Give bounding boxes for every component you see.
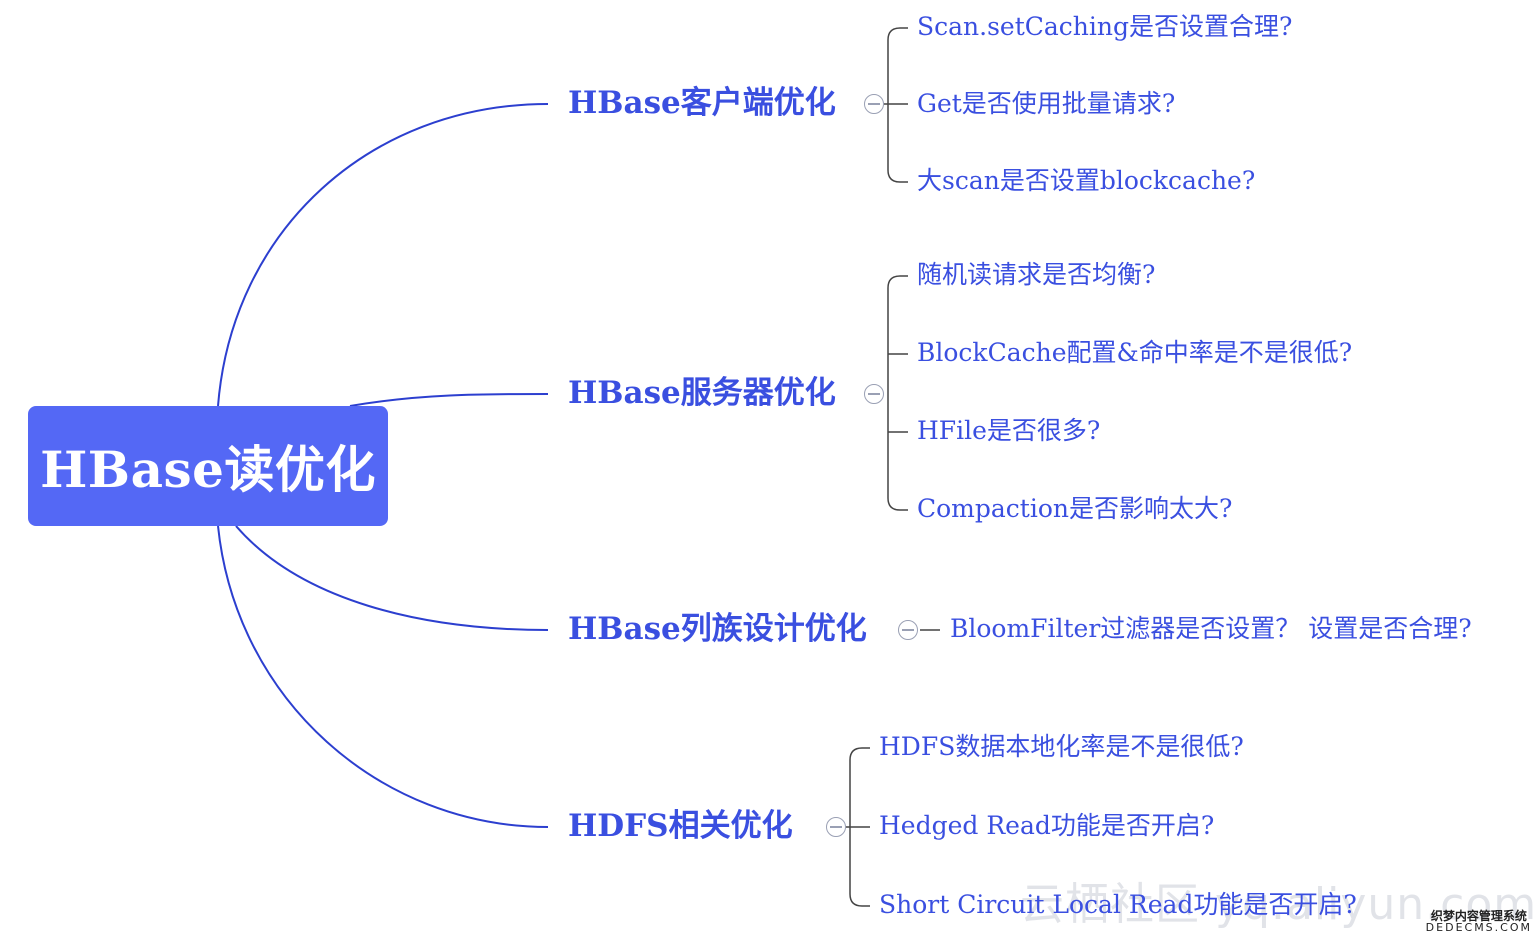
- collapse-icon[interactable]: [826, 817, 846, 837]
- collapse-icon[interactable]: [898, 620, 918, 640]
- root-node[interactable]: HBase读优化: [28, 406, 388, 526]
- branch-node-client[interactable]: HBase客户端优化: [568, 85, 836, 121]
- corner-mark-line-1: 织梦内容管理系统: [1430, 908, 1527, 923]
- bracket-branch-1: [887, 27, 901, 183]
- leaf-node[interactable]: Hedged Read功能是否开启?: [879, 811, 1215, 840]
- leaf-node[interactable]: Get是否使用批量请求?: [917, 89, 1176, 118]
- leaf-node[interactable]: 大scan是否设置blockcache?: [917, 166, 1256, 195]
- collapse-icon[interactable]: [864, 384, 884, 404]
- watermark-text: 云栖社区 yq.aliyun.com: [1020, 879, 1538, 930]
- collapse-icon[interactable]: [864, 94, 884, 114]
- leaf-node[interactable]: Compaction是否影响太大?: [917, 494, 1233, 523]
- corner-logo-mark: 织梦内容管理系统 DEDECMS.COM: [1426, 910, 1532, 934]
- branch-node-column-family[interactable]: HBase列族设计优化: [568, 611, 867, 647]
- leaf-node[interactable]: 随机读请求是否均衡?: [917, 260, 1156, 289]
- leaf-node[interactable]: BlockCache配置&命中率是不是很低?: [917, 338, 1353, 367]
- connector-root-branch-3: [235, 525, 549, 631]
- bracket-branch-2: [887, 275, 901, 511]
- corner-mark-line-2: DEDECMS.COM: [1425, 921, 1532, 935]
- leaf-node[interactable]: Short Circuit Local Read功能是否开启?: [879, 890, 1357, 919]
- branch-node-hdfs[interactable]: HDFS相关优化: [568, 808, 793, 844]
- leaf-node[interactable]: Scan.setCaching是否设置合理?: [917, 12, 1293, 41]
- leaf-node[interactable]: HDFS数据本地化率是不是很低?: [879, 732, 1244, 761]
- connector-root-branch-2: [349, 393, 549, 407]
- connector-root-branch-4: [217, 525, 549, 828]
- root-label: HBase读优化: [40, 440, 376, 499]
- connector-root-branch-1: [217, 103, 549, 407]
- leaf-node[interactable]: HFile是否很多?: [917, 416, 1101, 445]
- branch-node-server[interactable]: HBase服务器优化: [568, 375, 836, 411]
- leaf-node[interactable]: BloomFilter过滤器是否设置？ 设置是否合理?: [950, 614, 1472, 643]
